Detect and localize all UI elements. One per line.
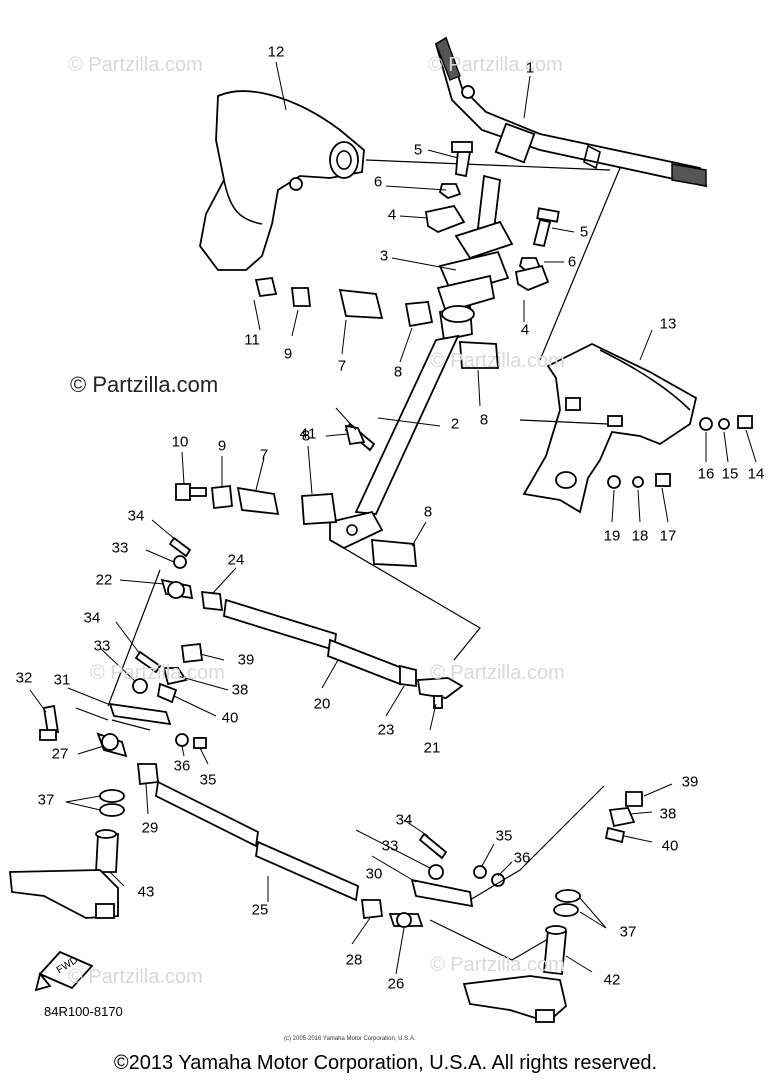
callout-number: 38	[231, 681, 249, 699]
part-cover	[522, 342, 698, 514]
diagram-code: 84R100-8170	[44, 1004, 123, 1019]
callout-number: 36	[513, 849, 531, 867]
callout-number: 37	[619, 923, 637, 941]
callout-number: 3	[379, 247, 389, 265]
callout-number: 36	[173, 757, 191, 775]
part-column-fasteners	[344, 422, 376, 452]
part-steering-column	[329, 174, 514, 550]
callout-number: 19	[603, 527, 621, 545]
callout-number: 5	[579, 223, 589, 241]
callout-number: 7	[337, 357, 347, 375]
watermark-text: © Partzilla.com	[428, 54, 563, 76]
callout-number: 16	[697, 465, 715, 483]
callout-number: 8	[423, 503, 433, 521]
callout-number: 40	[661, 837, 679, 855]
watermark-text: © Partzilla.com	[68, 966, 203, 988]
callout-number: 6	[373, 173, 383, 191]
callout-number: 11	[244, 331, 260, 349]
callout-number: 35	[495, 827, 513, 845]
fwd-arrow	[34, 950, 94, 992]
watermark-text: © Partzilla.com	[430, 662, 565, 684]
part-bushings	[236, 288, 499, 567]
callout-number: 8	[301, 427, 311, 445]
callout-number: 34	[83, 609, 101, 627]
callout-number: 7	[259, 446, 269, 464]
callout-number: 8	[479, 411, 489, 429]
callout-number: 38	[659, 805, 677, 823]
callout-number: 8	[393, 363, 403, 381]
callout-number: 14	[747, 465, 765, 483]
callout-number: 29	[141, 819, 159, 837]
callout-number: 33	[111, 539, 129, 557]
part-tie-rod-upper	[160, 578, 464, 709]
callout-number: 33	[93, 637, 111, 655]
watermark-text: © Partzilla.com	[430, 350, 565, 372]
callout-number: 10	[171, 433, 189, 451]
callout-number: 21	[423, 739, 441, 757]
callout-number: 12	[267, 43, 285, 61]
callout-number: 2	[450, 415, 460, 433]
callout-number: 34	[395, 811, 413, 829]
callout-number: 9	[283, 345, 293, 363]
callout-number: 35	[199, 771, 217, 789]
callout-number: 23	[377, 721, 395, 739]
callout-number: 28	[345, 951, 363, 969]
watermark-text: © Partzilla.com	[68, 54, 203, 76]
callout-number: 43	[137, 883, 155, 901]
part-bolts-upper	[438, 141, 560, 274]
part-tie-rod-lower	[155, 780, 424, 928]
callout-number: 25	[251, 901, 269, 919]
callout-number: 6	[567, 253, 577, 271]
callout-number: 40	[221, 709, 239, 727]
callout-number: 37	[37, 791, 55, 809]
callout-number: 42	[603, 971, 621, 989]
watermark-text: © Partzilla.com	[90, 662, 225, 684]
part-spindle-right	[462, 925, 567, 1024]
callout-number: 17	[659, 527, 677, 545]
callout-number: 18	[631, 527, 649, 545]
part-holder-clamps	[424, 204, 550, 292]
part-small-fasteners-left	[175, 277, 312, 509]
small-copyright: (c) 2005-2016 Yamaha Motor Corporation, …	[284, 1036, 416, 1042]
callout-number: 34	[127, 507, 145, 525]
callout-number: 20	[313, 695, 331, 713]
part-right-links	[410, 791, 643, 917]
callout-number: 13	[659, 315, 677, 333]
part-left-links	[39, 536, 207, 817]
callout-number: 31	[53, 671, 71, 689]
watermark-text: © Partzilla.com	[430, 954, 565, 976]
part-throttle-housing	[199, 90, 365, 271]
callout-number: 33	[381, 837, 399, 855]
callout-number: 41	[299, 425, 317, 443]
callout-number: 24	[227, 551, 245, 569]
callout-number: 27	[51, 745, 69, 763]
part-handlebar	[434, 36, 708, 188]
callout-number: 22	[95, 571, 113, 589]
callout-number: 9	[217, 437, 227, 455]
watermark-text: © Partzilla.com	[70, 372, 219, 397]
callout-number: 15	[721, 465, 739, 483]
callout-number: 32	[15, 669, 33, 687]
footer-copyright: ©2013 Yamaha Motor Corporation, U.S.A. A…	[113, 1052, 658, 1074]
part-cover-screws	[607, 415, 753, 489]
callout-number: 39	[681, 773, 699, 791]
callout-number: 4	[387, 206, 397, 224]
callout-number: 30	[365, 865, 383, 883]
part-spindle-left	[9, 829, 119, 919]
callout-number: 4	[520, 321, 530, 339]
callout-number: 39	[237, 651, 255, 669]
callout-number: 26	[387, 975, 405, 993]
callout-number: 5	[413, 141, 423, 159]
callout-number: 1	[525, 59, 535, 77]
leader-lines	[29, 61, 757, 975]
